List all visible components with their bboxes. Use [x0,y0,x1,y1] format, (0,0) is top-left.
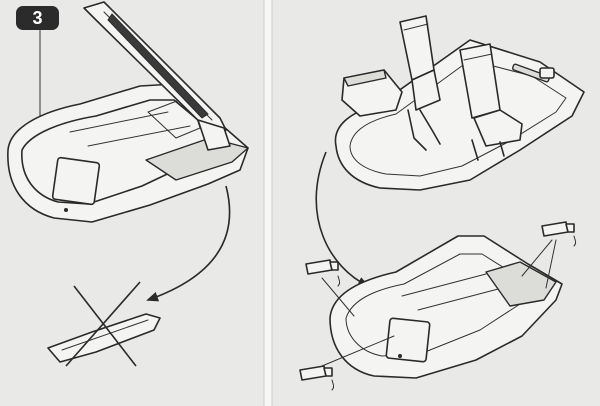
instrument-panel-cutout-2 [385,317,431,363]
cockpit-tub-with-seats [334,15,585,191]
cockpit-tub-right-bottom [329,235,563,379]
cockpit-tub-left [7,83,249,223]
step-number-badge: 3 [16,6,59,30]
glue-tube-icon-2 [299,365,335,391]
glue-leader-3 [521,239,553,277]
glue-leader-4 [545,239,557,289]
glue-tube-icon [305,259,341,287]
glue-leader-2 [321,335,395,367]
glue-tube-icon-3 [541,221,577,247]
step-number: 3 [32,7,43,28]
direction-arrow-left [146,185,231,302]
discarded-part [47,281,161,367]
cross-out-icon [73,285,137,367]
direction-arrow-right [315,151,370,287]
glue-leader-1 [321,277,355,317]
instrument-panel-cutout [51,156,101,206]
panel-divider [264,0,272,406]
clear-part-being-inserted [83,1,231,151]
